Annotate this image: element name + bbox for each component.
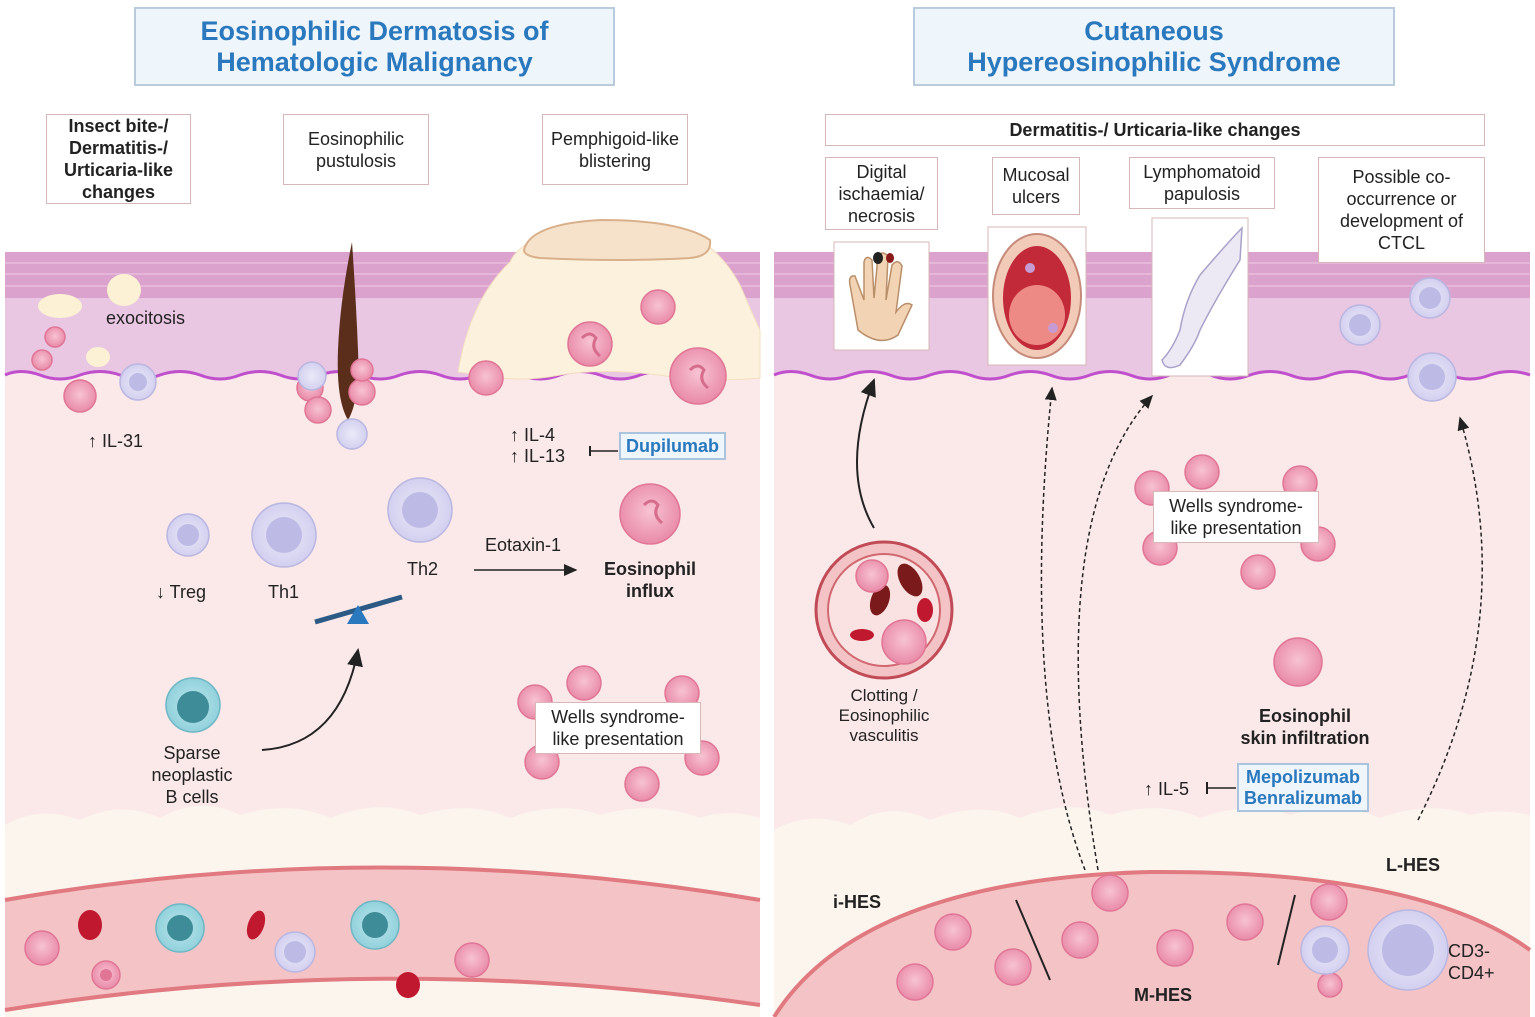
- lymphomatoid-box: Lymphomatoid papulosis: [1129, 157, 1275, 209]
- dupilumab-drug: Dupilumab: [619, 432, 726, 460]
- clotting-label: Clotting / Eosinophilic vasculitis: [838, 686, 930, 745]
- i-hes-label: i-HES: [833, 892, 882, 912]
- benralizumab-label: Benralizumab: [1243, 787, 1363, 808]
- il13-label: ↑ IL-13: [510, 446, 566, 466]
- ctcl-box: Possible co- occurrence or development o…: [1318, 157, 1485, 263]
- mepolizumab-label: Mepolizumab: [1245, 766, 1360, 787]
- wells-left-label: Wells syndrome- like presentation: [551, 707, 685, 749]
- pemphigoid-box: Pemphigoid-like blistering: [542, 114, 688, 185]
- left-panel-title: Eosinophilic Dermatosis of Hematologic M…: [134, 7, 615, 86]
- left-skin-layers: [4, 218, 761, 1017]
- pustulosis-box: Eosinophilic pustulosis: [283, 114, 429, 185]
- il4-label: ↑ IL-4: [510, 425, 556, 445]
- ctcl-label: Possible co- occurrence or development o…: [1339, 167, 1464, 253]
- right-title-line1: Cutaneous: [1084, 15, 1224, 46]
- b-cells-label: Sparse neoplastic B cells: [151, 743, 233, 807]
- left-title-line2: Hematologic Malignancy: [216, 46, 533, 77]
- dermatitis-label: Dermatitis-/ Urticaria-like changes: [1009, 120, 1301, 140]
- dermatitis-box: Dermatitis-/ Urticaria-like changes: [825, 114, 1485, 146]
- pemphigoid-label: Pemphigoid-like blistering: [550, 128, 680, 171]
- th2-label: Th2: [407, 559, 439, 579]
- right-panel-title: Cutaneous Hypereosinophilic Syndrome: [913, 7, 1395, 86]
- exocitosis-label: exocitosis: [106, 308, 186, 328]
- treg-label: ↓ Treg: [156, 582, 207, 602]
- eosinophil-influx-label: Eosinophil influx: [604, 559, 696, 601]
- right-title-line2: Hypereosinophilic Syndrome: [967, 46, 1341, 77]
- eotaxin-label: Eotaxin-1: [485, 535, 562, 555]
- il5-drugs: Mepolizumab Benralizumab: [1237, 763, 1369, 812]
- insect-bite-label: Insect bite-/ Dermatitis-/ Urticaria-lik…: [63, 116, 174, 202]
- insect-bite-box: Insect bite-/ Dermatitis-/ Urticaria-lik…: [46, 114, 191, 204]
- th1-label: Th1: [268, 582, 300, 602]
- cd3-cd4-label: CD3- CD4+: [1448, 941, 1495, 983]
- pustulosis-label: Eosinophilic pustulosis: [307, 128, 405, 171]
- wells-left-box: Wells syndrome- like presentation: [535, 702, 701, 754]
- digital-ischaemia-label: Digital ischaemia/ necrosis: [838, 161, 925, 226]
- right-cells: [855, 277, 1483, 1001]
- eosinophil-infiltration-label: Eosinophil skin infiltration: [1240, 706, 1370, 748]
- mucosal-ulcers-box: Mucosal ulcers: [992, 157, 1080, 215]
- il5-label: ↑ IL-5: [1144, 779, 1190, 799]
- right-skin-layers: [772, 217, 1532, 1017]
- left-title-line1: Eosinophilic Dermatosis of: [200, 15, 549, 46]
- l-hes-label: L-HES: [1386, 855, 1440, 875]
- wells-right-label: Wells syndrome- like presentation: [1169, 496, 1303, 538]
- dupilumab-label: Dupilumab: [626, 435, 719, 456]
- wells-right-box: Wells syndrome- like presentation: [1153, 491, 1319, 543]
- lymphomatoid-label: Lymphomatoid papulosis: [1143, 162, 1261, 204]
- digital-ischaemia-box: Digital ischaemia/ necrosis: [825, 157, 938, 230]
- il31-label: ↑ IL-31: [88, 431, 144, 451]
- mucosal-ulcers-label: Mucosal ulcers: [1002, 165, 1070, 207]
- m-hes-label: M-HES: [1134, 985, 1192, 1005]
